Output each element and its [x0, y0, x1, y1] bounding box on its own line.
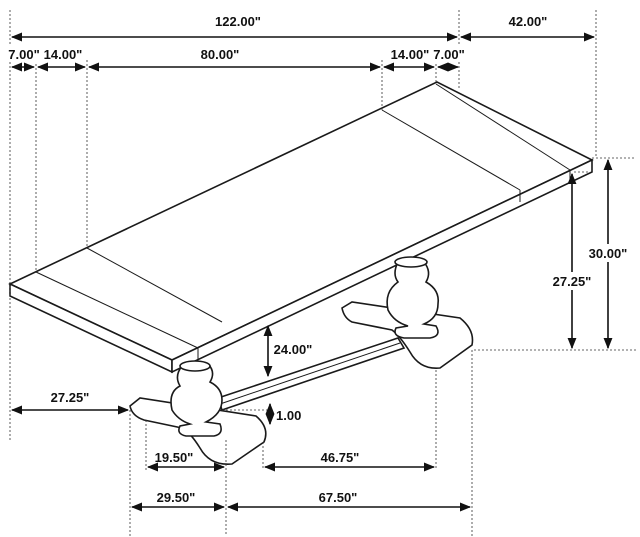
back-pedestal-collar [394, 256, 428, 268]
front-pedestal-collar [179, 360, 211, 372]
front-pedestal [129, 360, 267, 465]
label-foot-width: 29.50" [157, 490, 196, 505]
leaf-line-4 [435, 83, 571, 171]
label-leaf-right: 14.00" [391, 47, 430, 62]
front-pedestal-column [170, 363, 223, 437]
label-foot-inner: 19.50" [155, 450, 194, 465]
extension-lines [9, 10, 636, 536]
label-base-inner: 46.75" [321, 450, 360, 465]
table-top-side-edge [171, 158, 593, 374]
back-pedestal-column [386, 261, 440, 339]
label-leaf-left: 14.00" [44, 47, 83, 62]
table-top [8, 81, 594, 374]
label-leaf-end-left: 7.00" [8, 47, 39, 62]
label-base-length: 67.50" [319, 490, 358, 505]
label-stretcher: 1.00 [276, 408, 301, 423]
stretcher-top-line [219, 342, 401, 405]
label-overhang: 27.25" [51, 390, 90, 405]
label-height: 30.00" [589, 246, 628, 261]
label-apron: 27.25" [553, 274, 592, 289]
table-top-surface [8, 81, 594, 361]
label-center: 80.00" [201, 47, 240, 62]
label-knee: 24.00" [274, 342, 313, 357]
dimension-arrows [10, 32, 613, 512]
dimension-labels: 122.00" 42.00" 7.00" 14.00" 80.00" 14.00… [8, 12, 632, 505]
leaf-line-2 [86, 247, 223, 323]
leaf-line-3 [381, 109, 521, 191]
label-total-length: 122.00" [215, 14, 261, 29]
label-depth: 42.00" [509, 14, 548, 29]
leaf-line-1 [35, 271, 199, 349]
back-pedestal [341, 256, 474, 369]
label-leaf-end-right: 7.00" [433, 47, 464, 62]
